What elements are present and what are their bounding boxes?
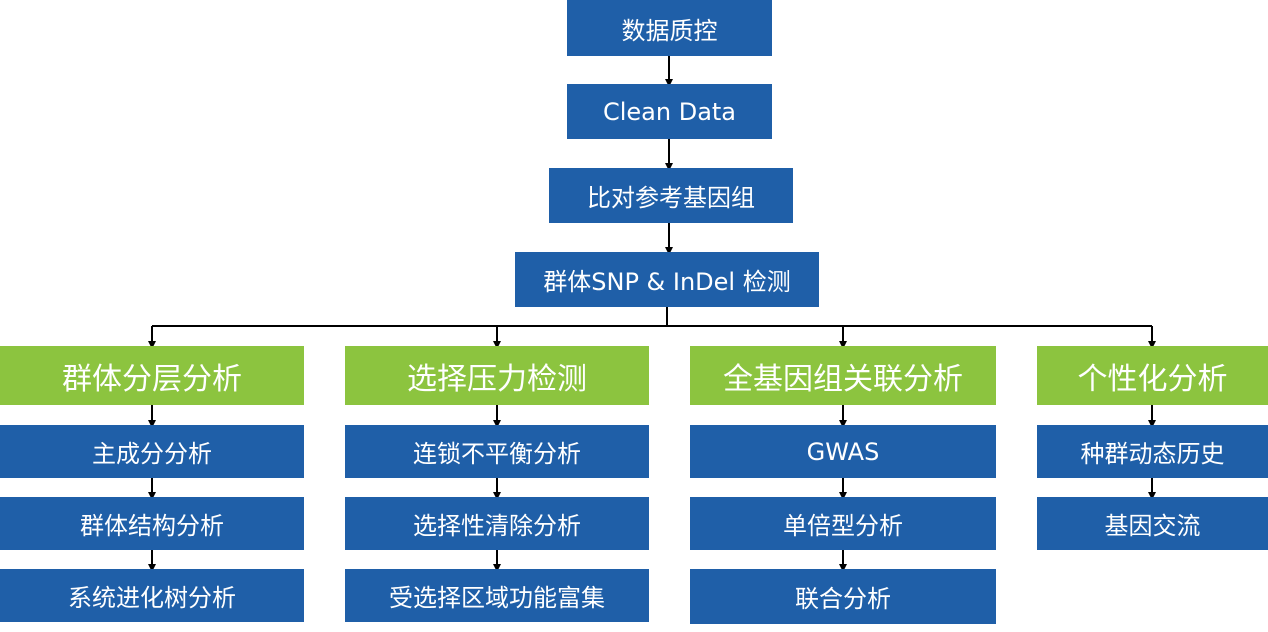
node-pca: 主成分分析 (0, 425, 304, 478)
node-data-qc: 数据质控 (567, 0, 772, 56)
node-gwas: GWAS (690, 425, 996, 478)
branch-header-custom: 个性化分析 (1037, 346, 1268, 405)
node-population-history: 种群动态历史 (1037, 425, 1268, 478)
node-gene-flow: 基因交流 (1037, 497, 1268, 550)
node-linkage-disequilibrium: 连锁不平衡分析 (345, 425, 649, 478)
node-snp-indel-detection: 群体SNP & InDel 检测 (515, 252, 819, 307)
branch-header-stratification: 群体分层分析 (0, 346, 304, 405)
node-phylogenetic-tree: 系统进化树分析 (0, 569, 304, 622)
node-population-structure: 群体结构分析 (0, 497, 304, 550)
branch-header-gwas: 全基因组关联分析 (690, 346, 996, 405)
node-align-reference: 比对参考基因组 (549, 168, 793, 223)
node-haplotype: 单倍型分析 (690, 497, 996, 550)
branch-header-selection: 选择压力检测 (345, 346, 649, 405)
node-selected-region-enrichment: 受选择区域功能富集 (345, 569, 649, 622)
node-clean-data: Clean Data (567, 84, 772, 139)
node-joint-analysis: 联合分析 (690, 569, 996, 624)
node-selective-sweep: 选择性清除分析 (345, 497, 649, 550)
